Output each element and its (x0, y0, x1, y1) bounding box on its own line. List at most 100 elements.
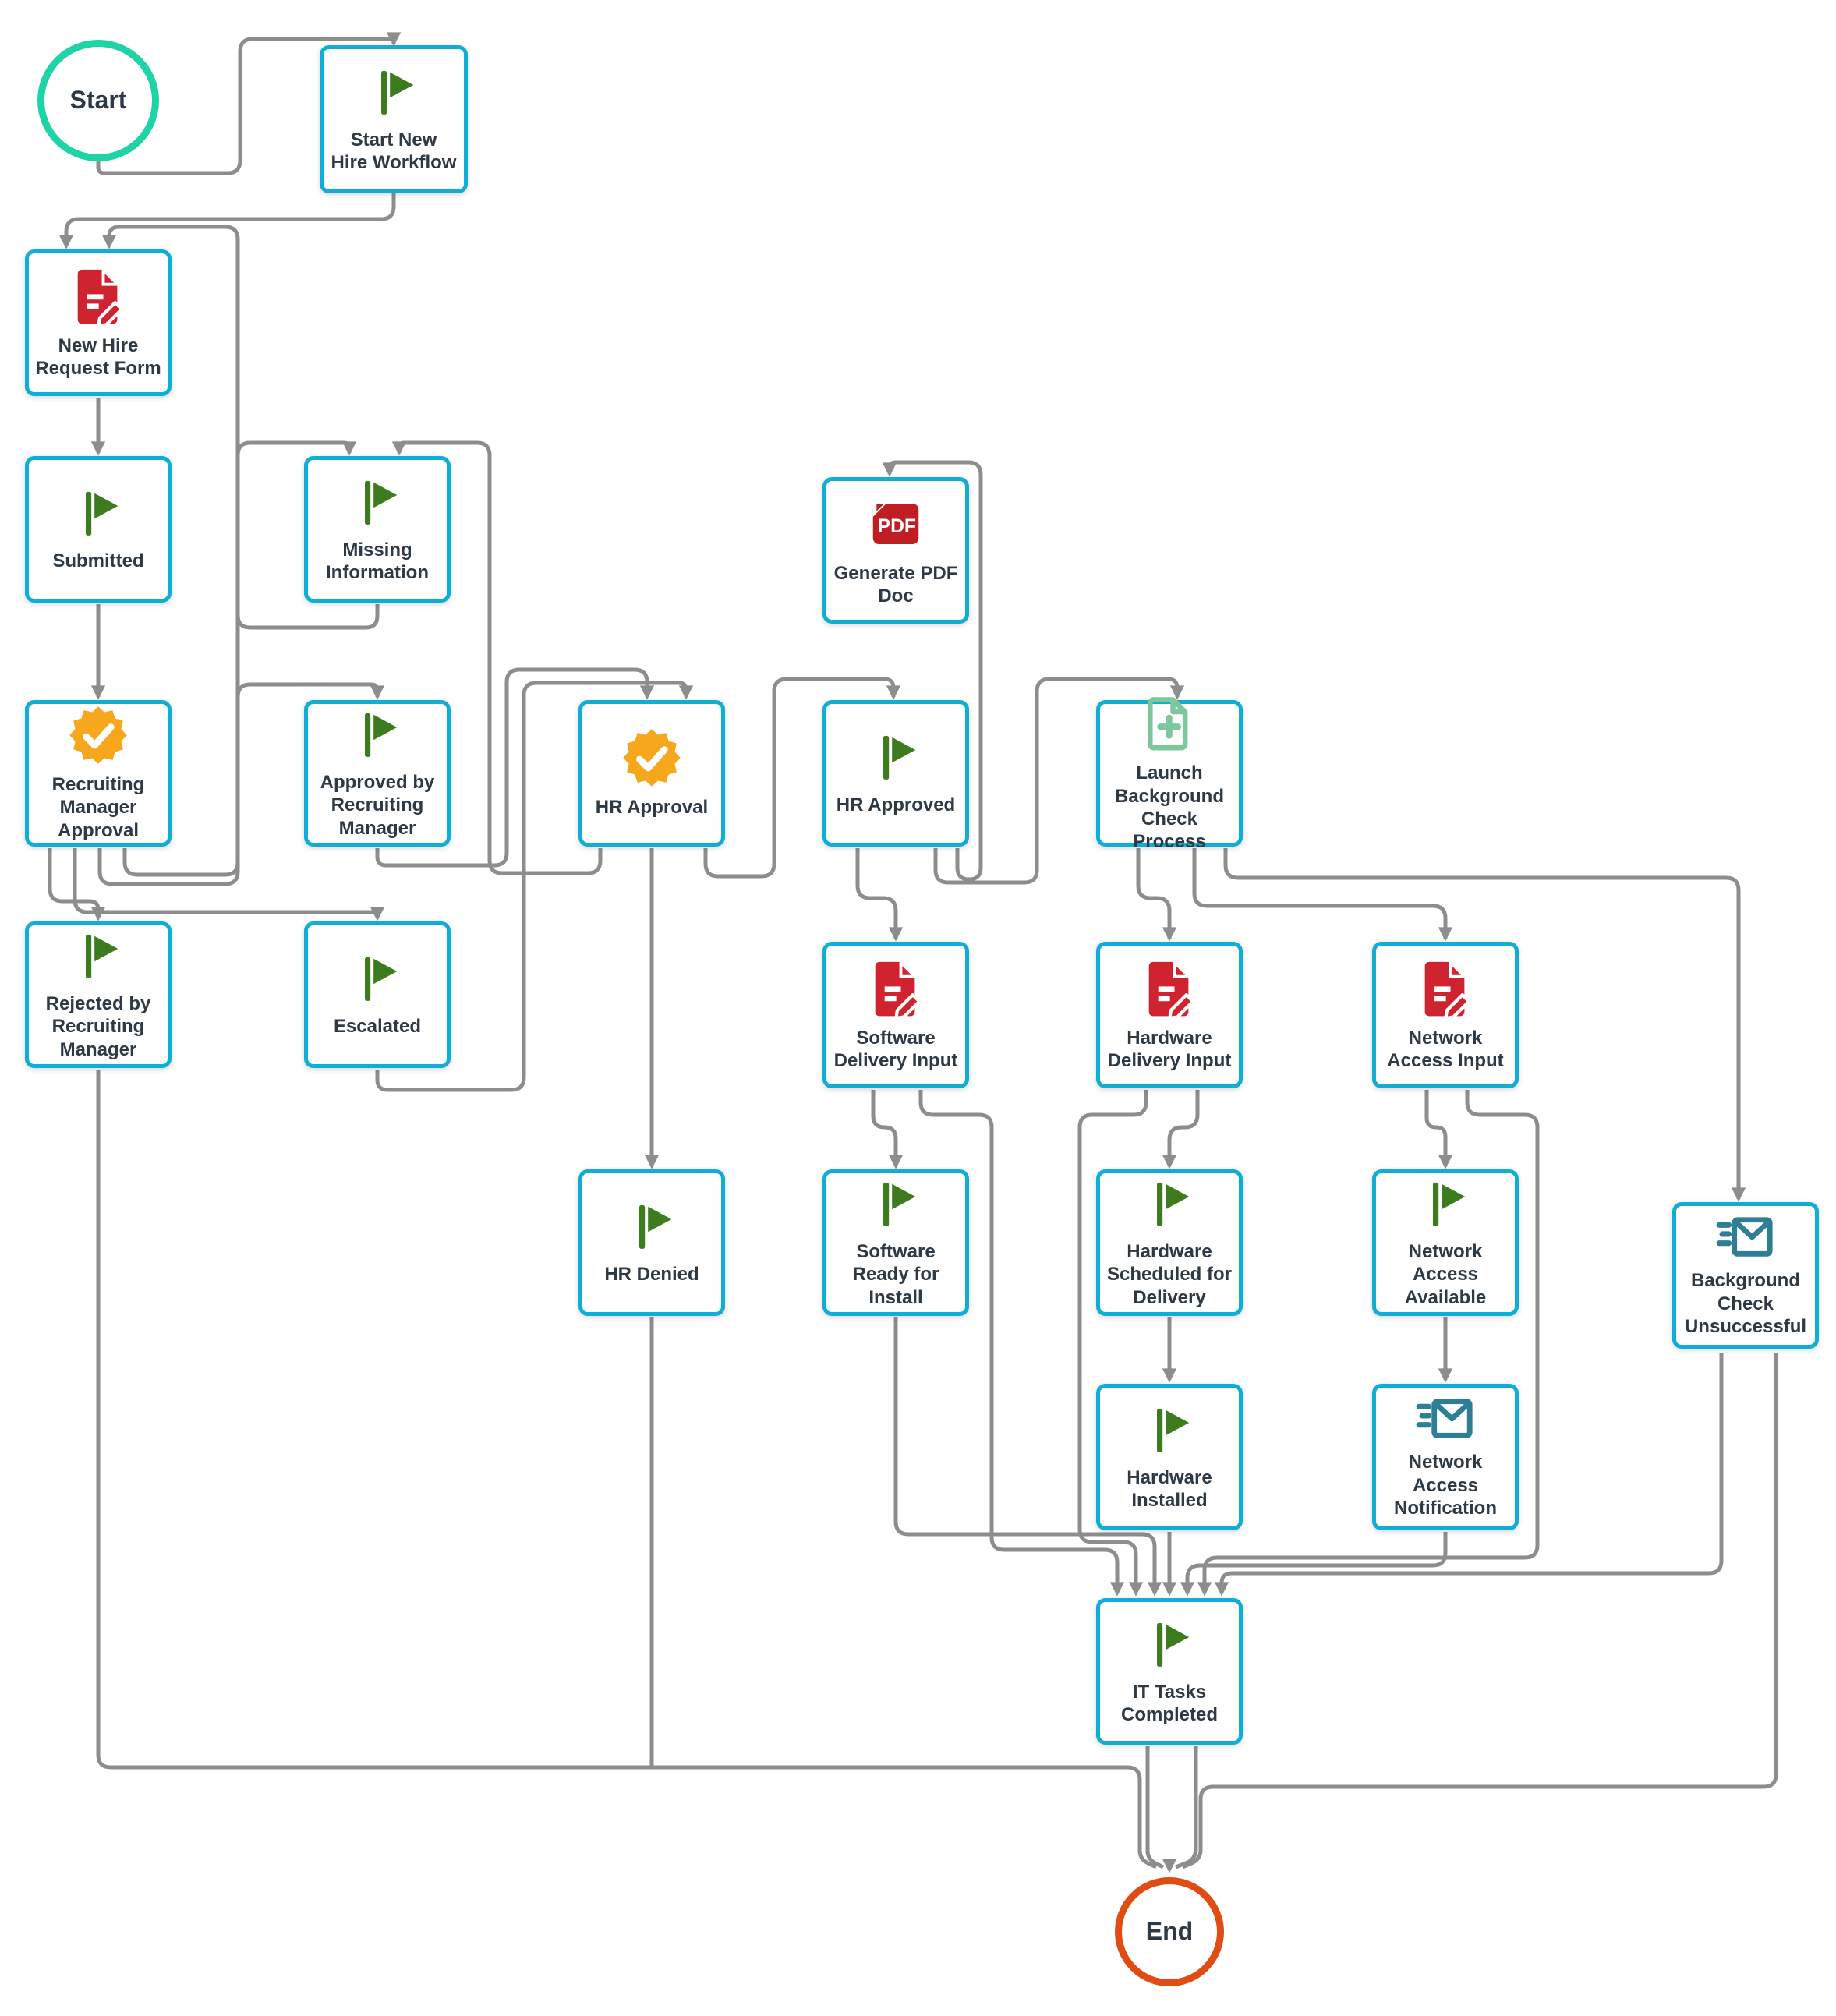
edge-hardware-delivery-input--hardware-scheduled-for-delivery (1162, 1090, 1200, 1169)
node-label: Network Access Available (1404, 1240, 1487, 1308)
node-label: Hardware Scheduled for Delivery (1106, 1240, 1233, 1308)
node-missing-information[interactable]: Missing Information (304, 456, 451, 603)
node-hardware-delivery-input[interactable]: Hardware Delivery Input (1096, 942, 1243, 1088)
node-submitted[interactable]: Submitted (25, 456, 172, 603)
node-software-delivery-input[interactable]: Software Delivery Input (822, 942, 969, 1088)
node-hr-approval[interactable]: HR Approval (578, 700, 725, 847)
edge-network-access-input--network-access-available (1424, 1090, 1453, 1169)
flag-icon-wrap (871, 1176, 921, 1233)
edge-recruiting-manager-approval--missing-information (97, 440, 357, 886)
edge-it-tasks-completed--end (1145, 1746, 1165, 1869)
node-launch-background-check-process[interactable]: Launch Background Check Process (1096, 697, 1243, 852)
node-start-new-hire-workflow[interactable]: Start New Hire Workflow (320, 45, 468, 193)
edge-software-delivery-input--software-ready-for-install (871, 1090, 904, 1169)
edge-launch-background-check-process--hardware-delivery-input (1136, 848, 1177, 942)
flag-icon (1157, 1622, 1190, 1667)
document-edit-icon (77, 268, 124, 327)
edge-background-check-unsuccessful--it-tasks-completed (1214, 1353, 1724, 1597)
node-background-check-unsuccessful[interactable]: Background Check Unsuccessful (1672, 1202, 1819, 1349)
node-label: Rejected by Recruiting Manager (45, 992, 151, 1060)
node-label: Submitted (52, 550, 144, 572)
node-label: End (1145, 1917, 1194, 1946)
node-label: Software Ready for Install (852, 1240, 939, 1308)
edge-start--start-new-hire-workflow (96, 32, 402, 175)
edge-hardware-delivery-input--it-tasks-completed (1077, 1090, 1148, 1597)
flag-icon-wrap (369, 65, 419, 121)
node-it-tasks-completed[interactable]: IT Tasks Completed (1096, 1598, 1243, 1745)
node-label: Network Access Input (1387, 1027, 1504, 1071)
edge-network-access-notification--it-tasks-completed (1180, 1532, 1448, 1597)
node-label: Approved by Recruiting Manager (320, 771, 435, 839)
node-recruiting-manager-approval[interactable]: Recruiting Manager Approval (25, 700, 172, 847)
send-mail-icon (1716, 1217, 1773, 1257)
node-hardware-scheduled-for-delivery[interactable]: Hardware Scheduled for Delivery (1096, 1169, 1243, 1316)
flag-icon (86, 935, 119, 979)
edge-software-delivery-input--it-tasks-completed (918, 1090, 1125, 1597)
document-edit-icon (1424, 960, 1471, 1019)
node-network-access-available[interactable]: Network Access Available (1372, 1169, 1519, 1316)
node-escalated[interactable]: Escalated (304, 921, 451, 1068)
node-label: Software Delivery Input (833, 1027, 958, 1071)
edge-missing-information--new-hire-request-form (101, 225, 380, 630)
node-start[interactable]: Start (37, 40, 159, 161)
edges-group (48, 32, 1778, 1873)
flag-icon (1433, 1183, 1466, 1227)
node-label: Generate PDF Doc (833, 562, 958, 607)
node-network-access-input[interactable]: Network Access Input (1372, 942, 1519, 1088)
edge-rejected-by-recruiting-manager--end (96, 1070, 1158, 1869)
edge-it-tasks-completed--end (1175, 1746, 1198, 1869)
edge-hr-approved--software-delivery-input (855, 848, 904, 942)
document-edit-icon (1148, 960, 1195, 1019)
badge-check-icon (69, 706, 127, 764)
edge-network-access-input--it-tasks-completed (1197, 1090, 1540, 1597)
flag-icon (365, 480, 398, 525)
svg-text:PDF: PDF (878, 516, 916, 537)
node-hr-approved[interactable]: HR Approved (822, 700, 969, 847)
flag-icon (365, 957, 398, 1002)
node-end[interactable]: End (1115, 1877, 1224, 1986)
pdf-icon-wrap: PDF (865, 493, 926, 554)
node-label: Launch Background Check Process (1114, 762, 1224, 853)
doc-edit-icon-wrap (865, 958, 926, 1019)
flag-icon (365, 713, 398, 758)
edge-hr-approval--missing-information (391, 440, 603, 875)
edge-software-ready-for-install--it-tasks-completed (893, 1317, 1162, 1597)
node-hr-denied[interactable]: HR Denied (578, 1169, 725, 1316)
node-label: Recruiting Manager Approval (51, 774, 145, 841)
doc-edit-icon-wrap (68, 266, 129, 327)
edge-background-check-unsuccessful--end (1182, 1353, 1778, 1869)
edge-hr-approval--hr-approved (703, 677, 901, 879)
flag-icon (883, 736, 916, 780)
flag-icon (639, 1205, 672, 1250)
node-rejected-by-recruiting-manager[interactable]: Rejected by Recruiting Manager (25, 921, 172, 1068)
badge-check-icon (623, 729, 681, 787)
edge-approved-by-recruiting-manager--hr-approval (375, 667, 655, 868)
flag-icon-wrap (1144, 1176, 1194, 1233)
badge-check-icon-wrap (68, 705, 129, 766)
flag-icon-wrap (1420, 1176, 1470, 1233)
flag-icon-wrap (871, 730, 921, 786)
node-software-ready-for-install[interactable]: Software Ready for Install (822, 1169, 969, 1316)
node-new-hire-request-form[interactable]: New Hire Request Form (25, 249, 172, 396)
doc-edit-icon-wrap (1139, 958, 1200, 1019)
node-label: Start New Hire Workflow (331, 129, 457, 173)
flag-icon (1157, 1408, 1190, 1452)
flag-icon-wrap (73, 928, 123, 985)
badge-check-icon-wrap (621, 727, 682, 788)
edge-recruiting-manager-approval--escalated (73, 848, 385, 921)
file-plus-icon (1148, 697, 1188, 751)
node-hardware-installed[interactable]: Hardware Installed (1096, 1384, 1243, 1530)
node-network-access-notification[interactable]: Network Access Notification (1372, 1384, 1519, 1530)
flag-icon-wrap (627, 1199, 677, 1255)
node-label: HR Approval (595, 797, 709, 819)
node-approved-by-recruiting-manager[interactable]: Approved by Recruiting Manager (304, 700, 451, 847)
node-generate-pdf-doc[interactable]: PDF Generate PDF Doc (822, 477, 969, 624)
node-label: New Hire Request Form (35, 334, 161, 379)
edge-hr-approved--launch-background-check-process (933, 677, 1185, 885)
flag-icon-wrap (73, 486, 123, 542)
node-label: IT Tasks Completed (1120, 1681, 1218, 1725)
flag-icon (883, 1183, 916, 1227)
node-label: Hardware Installed (1127, 1466, 1212, 1511)
node-label: Background Check Unsuccessful (1684, 1270, 1807, 1337)
node-label: HR Denied (604, 1264, 699, 1286)
